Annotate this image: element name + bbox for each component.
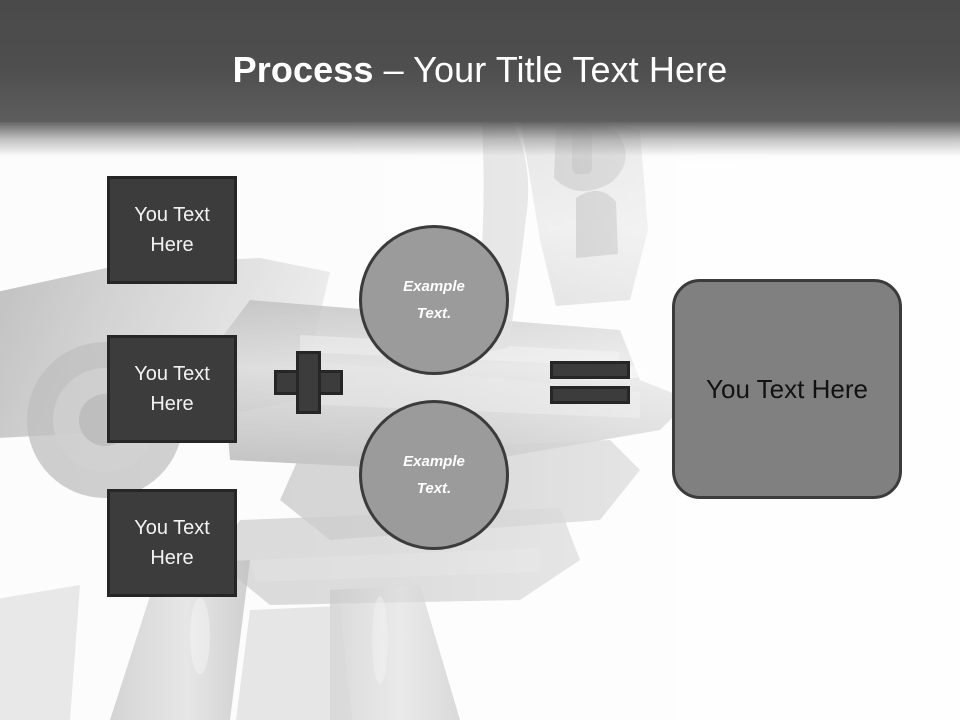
step-box-2[interactable]: You Text Here — [107, 335, 237, 443]
page-title-bold: Process — [232, 49, 374, 90]
step-box-3[interactable]: You Text Here — [107, 489, 237, 597]
page-title-regular: – Your Title Text Here — [373, 49, 728, 90]
step-box-1[interactable]: You Text Here — [107, 176, 237, 284]
slide-header-band — [0, 0, 960, 122]
equals-icon-top-bar — [550, 361, 630, 379]
circle-node-2[interactable]: Example Text. — [359, 400, 509, 550]
plus-icon — [274, 351, 343, 414]
circle-node-1[interactable]: Example Text. — [359, 225, 509, 375]
equals-icon — [550, 361, 630, 404]
equals-icon-bottom-bar — [550, 386, 630, 404]
plus-icon-vertical-bar — [296, 351, 321, 414]
result-box[interactable]: You Text Here — [672, 279, 902, 499]
page-title: Process – Your Title Text Here — [0, 48, 960, 92]
